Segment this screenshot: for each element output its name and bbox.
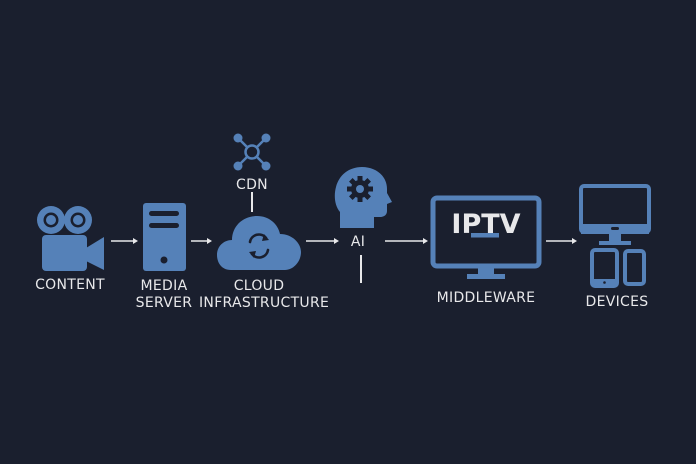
content-label: CONTENT [35, 277, 105, 293]
ai-label: AI [350, 234, 366, 250]
devices-label: DEVICES [585, 294, 649, 310]
cloud-sync-icon [217, 216, 301, 270]
arrow-ai-to-middleware [385, 238, 428, 244]
video-camera-icon [37, 206, 104, 271]
media-server-label-line1: MEDIA [140, 278, 188, 294]
arrow-cloud-to-ai [306, 238, 339, 244]
arrow-content-to-server [111, 238, 138, 244]
cdn-connector-line [251, 192, 253, 212]
middleware-label: MIDDLEWARE [436, 290, 536, 306]
media-server-label-line2: SERVER [135, 295, 193, 311]
arrow-server-to-cloud [191, 238, 212, 244]
iptv-screen-text: IPTV [451, 209, 521, 240]
network-hub-icon [233, 133, 271, 171]
head-gear-icon [334, 167, 392, 228]
devices-icon [579, 184, 651, 288]
ai-connector-line [360, 255, 362, 283]
cdn-label: CDN [236, 177, 268, 193]
cloud-label-line2: INFRASTRUCTURE [199, 295, 330, 311]
cloud-label-line1: CLOUD [233, 278, 285, 294]
server-icon [143, 203, 186, 271]
arrow-middleware-to-devices [546, 238, 577, 244]
monitor-icon [430, 195, 542, 279]
